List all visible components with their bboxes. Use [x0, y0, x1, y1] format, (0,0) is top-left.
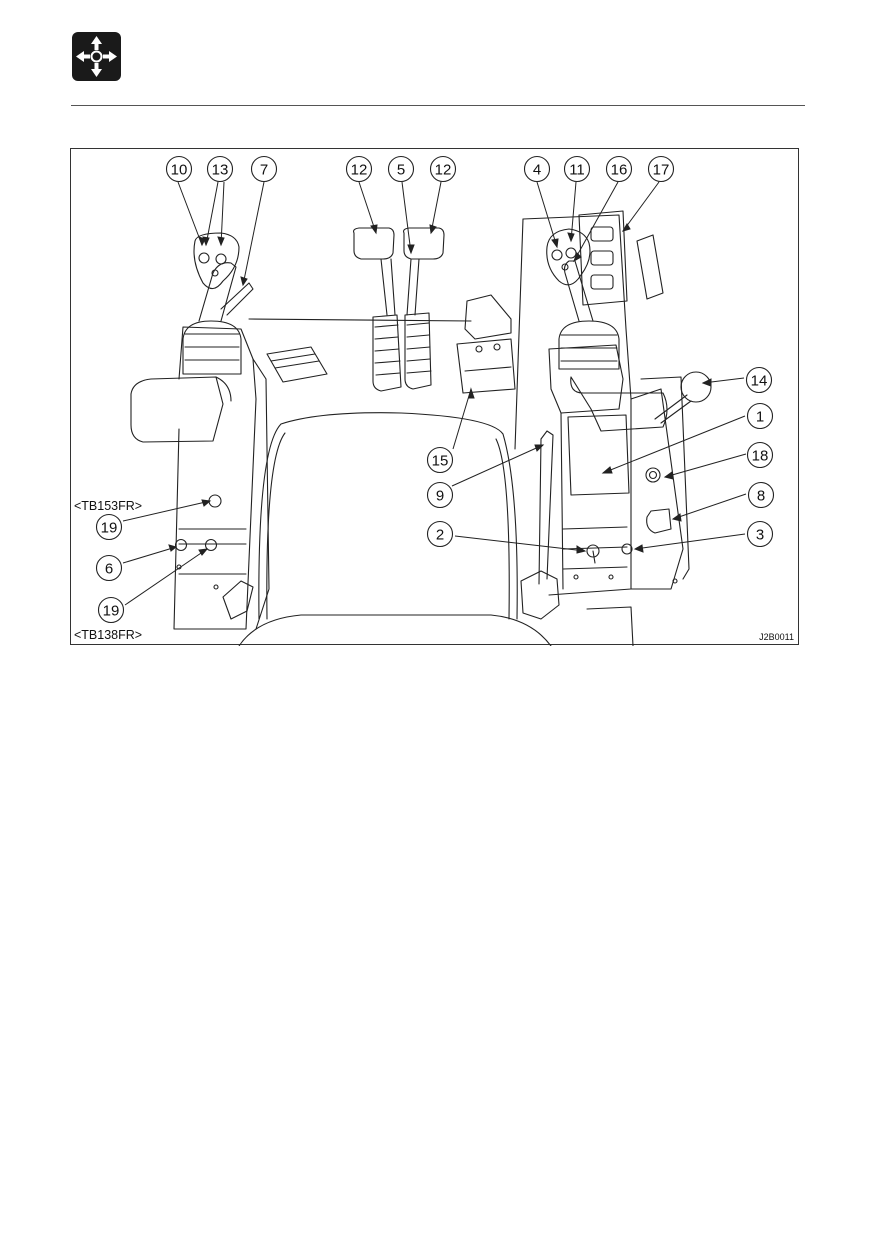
callout-13: 13 — [212, 162, 229, 179]
callout-4: 4 — [533, 162, 541, 179]
left-joystick-grip — [193, 232, 240, 290]
header-divider — [71, 105, 805, 106]
right-joystick-boot — [558, 320, 620, 370]
lever-14-knob — [680, 371, 712, 403]
callout-17: 17 — [653, 162, 670, 179]
right-console — [522, 214, 632, 596]
lever-7 — [220, 282, 254, 316]
callout-14: 14 — [751, 373, 768, 390]
lever-9 — [540, 430, 554, 580]
pedal-15-cover — [464, 294, 512, 340]
callout-7: 7 — [260, 162, 268, 179]
figure-code: J2B0011 — [759, 632, 794, 642]
variant-label-bottom: <TB138FR> — [74, 628, 143, 642]
callout-12-left: 12 — [351, 162, 368, 179]
callout-19-lower: 19 — [103, 603, 120, 620]
right-joystick-grip — [546, 228, 591, 286]
callout-5: 5 — [397, 162, 405, 179]
callout-11: 11 — [569, 162, 585, 179]
operator-seat — [258, 412, 518, 620]
callout-3: 3 — [756, 527, 764, 544]
callout-8: 8 — [757, 488, 765, 505]
right-joystick-shaft — [563, 260, 594, 322]
leader-lines — [122, 181, 747, 606]
variant-label-top: <TB153FR> — [74, 499, 143, 513]
pedal-15 — [456, 338, 516, 394]
switch-19-upper — [208, 494, 222, 508]
travel-lever-left-grip — [353, 227, 395, 260]
callout-6: 6 — [105, 561, 113, 578]
switch-panel-17 — [578, 210, 628, 306]
side-panel — [636, 234, 664, 300]
switch-19-lower — [204, 538, 218, 552]
callout-circles — [95, 155, 775, 624]
switch-6 — [174, 538, 188, 552]
socket-18 — [645, 467, 661, 483]
left-console — [173, 326, 257, 630]
seatbelt-right — [520, 570, 560, 620]
travel-lever-right-grip — [403, 227, 445, 260]
callout-18: 18 — [752, 448, 769, 465]
switch-3 — [621, 543, 633, 555]
monitor-1 — [567, 414, 630, 496]
callout-9: 9 — [436, 488, 444, 505]
left-joystick-boot — [182, 320, 242, 375]
controls-illustration: 10 13 7 12 5 12 4 11 16 17 14 1 18 8 3 1… — [95, 155, 775, 646]
callout-16: 16 — [611, 162, 628, 179]
right-armrest — [570, 376, 668, 432]
callout-15: 15 — [432, 453, 449, 470]
key-switch-2 — [586, 544, 600, 558]
callout-2: 2 — [436, 527, 444, 544]
seatbelt-left — [222, 580, 254, 620]
travel-pedal-right — [404, 312, 432, 390]
callout-10: 10 — [171, 162, 188, 179]
callout-12-right: 12 — [435, 162, 452, 179]
knob-8 — [646, 508, 672, 534]
operator-controls-figure: 10 13 7 12 5 12 4 11 16 17 14 1 18 8 3 1… — [70, 148, 799, 646]
four-way-arrow-icon — [72, 32, 121, 81]
travel-pedal-left — [372, 314, 402, 392]
left-armrest — [130, 376, 224, 443]
left-foot-rest — [266, 346, 328, 383]
callout-1: 1 — [756, 409, 764, 426]
callout-19-upper: 19 — [101, 520, 118, 537]
